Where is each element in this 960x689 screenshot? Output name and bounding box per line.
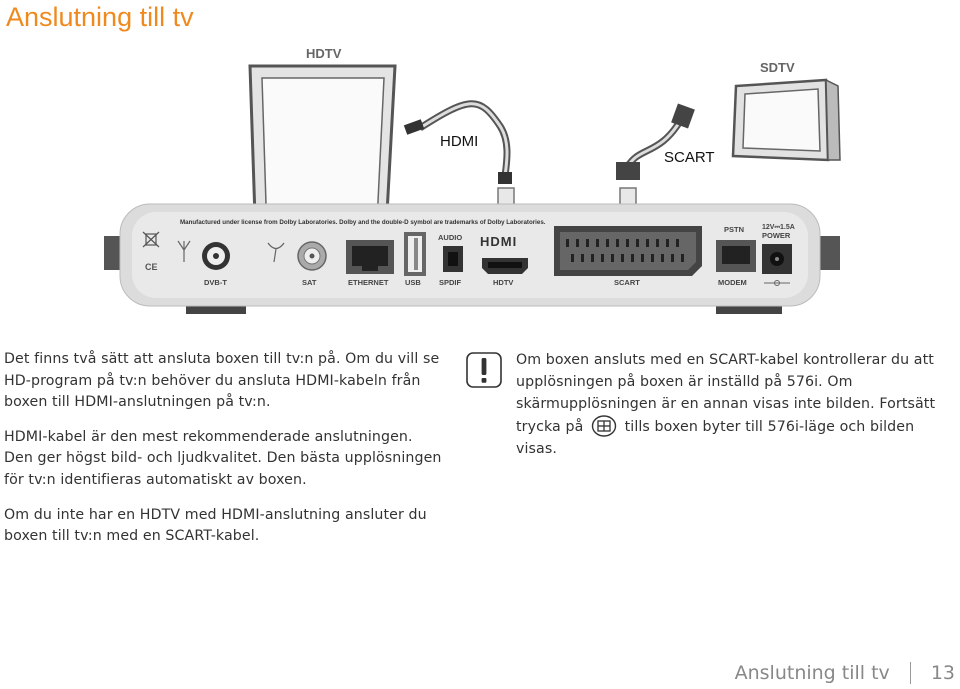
antenna-icon (177, 240, 191, 262)
port-label-sat: SAT (302, 278, 317, 287)
hdmi-port (482, 258, 528, 274)
warning-icon (466, 352, 502, 388)
connection-diagram: HDTV SDTV HDMI SCART (0, 36, 960, 326)
port-label-usb: USB (405, 278, 421, 287)
scart-port (554, 226, 702, 276)
power-rating: 12V⎓1.5A (762, 224, 795, 231)
note-text-after: tills boxen byter till 576i-läge och bil… (516, 419, 915, 457)
hdmi-logo: HDMI (480, 234, 517, 249)
paragraph-scart: Om du inte har en HDTV med HDMI-anslutni… (4, 506, 427, 545)
hdtv-illustration: HDTV (248, 46, 397, 266)
power-port (762, 244, 792, 274)
usb-port (404, 232, 426, 276)
sdtv-label: SDTV (760, 60, 795, 75)
license-text: Manufactured under license from Dolby La… (180, 219, 546, 226)
sdtv-illustration: SDTV (731, 60, 841, 162)
paragraph-intro: Det finns två sätt att ansluta boxen til… (4, 351, 440, 411)
ethernet-port (346, 240, 394, 274)
port-label-modem: MODEM (718, 278, 747, 287)
port-label-ethernet: ETHERNET (348, 278, 389, 287)
port-label-spdif: SPDIF (439, 278, 462, 287)
footer-section-title: Anslutning till tv (734, 662, 890, 684)
port-label-power: POWER (762, 231, 791, 240)
paragraph-hdmi: HDMI-kabel är den mest rekommenderade an… (4, 428, 442, 488)
left-text-column: Det finns två sätt att ansluta boxen til… (4, 349, 444, 561)
scart-cable-label: SCART (664, 149, 715, 166)
page-footer: Anslutning till tv 13 (735, 662, 955, 684)
sat-port (297, 241, 327, 271)
set-top-box: Manufactured under license from Dolby La… (104, 203, 840, 314)
port-label-dvbt: DVB-T (204, 278, 227, 287)
footer-divider (909, 662, 911, 684)
modem-port (716, 240, 756, 272)
ce-mark: CE (145, 262, 158, 272)
spdif-port (443, 246, 463, 272)
hdmi-cable: HDMI (403, 100, 512, 184)
scart-cable: SCART (616, 103, 715, 180)
hdmi-cable-label: HDMI (440, 133, 478, 150)
note-text-before: Om boxen ansluts med en SCART-kabel kont… (516, 352, 936, 435)
dvbt-port (202, 242, 230, 270)
recycle-bin-icon (142, 231, 160, 248)
page-title: Anslutning till tv (6, 2, 194, 32)
port-label-scart: SCART (614, 278, 640, 287)
remote-options-button-icon (591, 415, 617, 437)
hdtv-label: HDTV (306, 46, 342, 61)
satellite-dish-icon (267, 242, 285, 263)
polarity-icon (764, 280, 790, 286)
port-label-audio: AUDIO (438, 233, 462, 242)
note-text: Om boxen ansluts med en SCART-kabel kont… (516, 349, 956, 460)
port-label-hdtv: HDTV (493, 278, 513, 287)
port-label-pstn: PSTN (724, 225, 744, 234)
page-number: 13 (930, 662, 955, 684)
